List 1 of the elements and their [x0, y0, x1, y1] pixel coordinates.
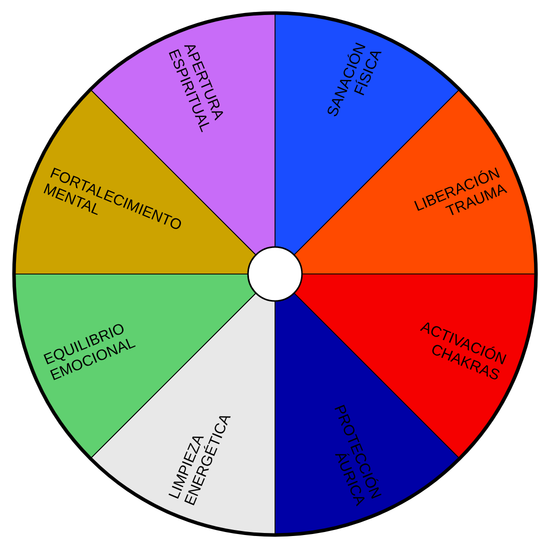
- hub-circle: [247, 246, 303, 302]
